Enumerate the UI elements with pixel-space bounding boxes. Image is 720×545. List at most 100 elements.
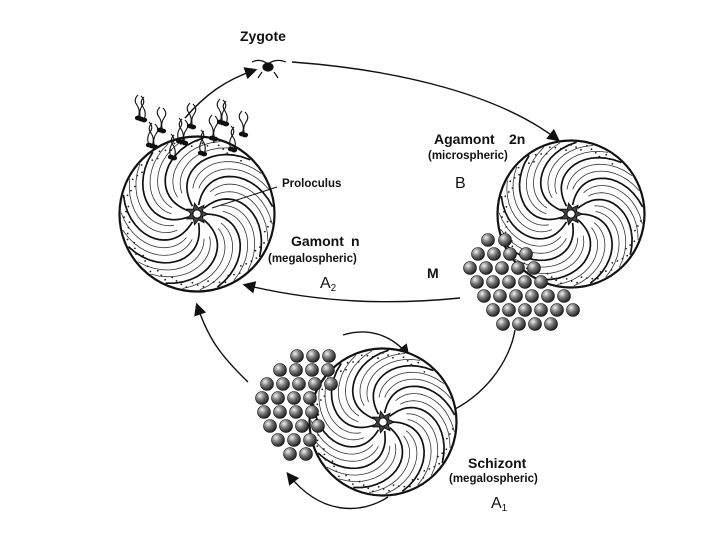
gamete-flagellum [216,98,222,123]
stipple-dot [594,151,597,154]
stipple-dot [207,280,210,282]
label-schizont-letter: A1 [491,495,508,514]
stipple-dot [126,232,129,235]
stipple-dot [164,278,167,281]
stipple-dot [212,281,215,283]
label-agamont-ploidy: 2n [509,131,526,147]
embryo-sphere [498,233,512,247]
embryo-sphere [271,391,285,405]
chamber-suture [141,151,189,221]
stipple-dot [158,150,161,153]
stipple-dot [224,281,227,284]
stipple-dot [503,210,505,213]
stipple-dot [263,242,265,244]
gamont-test [118,135,276,293]
stipple-dot [504,231,507,234]
embryo-sphere [322,349,336,363]
embryo-sphere [287,433,301,447]
stipple-dot [206,144,209,147]
zygote-cell-icon [251,59,287,79]
stipple-dot [417,361,420,364]
label-agamont-type: (microspheric) [428,150,508,162]
stipple-dot [140,164,143,166]
stipple-dot [540,153,542,155]
growth-line [512,166,549,226]
embryo-sphere [566,303,580,317]
chamber-suture [383,385,456,416]
stipple-dot [550,276,553,278]
stipple-dot [156,269,159,272]
stipple-dot [331,460,334,463]
stipple-dot [321,388,324,391]
embryo-sphere [305,363,319,377]
embryo-sphere [292,377,306,391]
stipple-dot [127,226,130,229]
growth-line [179,147,237,194]
stipple-dot [505,206,508,208]
gamete-flagellum [153,123,159,148]
stipple-dot [324,459,327,461]
embryo-sphere [463,261,477,275]
stipple-dot [591,277,594,280]
stipple-dot [509,180,512,183]
embryo-sphere [283,447,297,461]
stipple-dot [501,216,503,218]
stipple-dot [403,485,406,488]
stipple-dot [345,368,347,371]
growth-line [345,350,373,417]
growth-line [594,205,627,268]
stipple-dot [144,260,147,262]
label-meiosis: M [427,265,439,281]
stipple-dot [586,144,588,147]
gamete-flagellum [170,134,176,159]
chamber-suture [541,219,592,281]
stipple-dot [605,270,607,273]
stipple-dot [523,262,526,265]
chamber-suture [317,430,386,470]
stipple-dot [130,189,132,192]
cycle-arrows [184,61,560,510]
stipple-dot [406,359,409,362]
stipple-dot [438,462,441,465]
stipple-dot [317,434,320,436]
growth-line [384,378,452,399]
stipple-dot [366,354,369,357]
gamete-flagellum [178,118,184,143]
growth-line [500,228,567,254]
embryo-sphere [271,433,285,447]
stipple-dot [196,284,199,286]
zygote-appendages [257,71,279,79]
embryo-sphere [257,405,271,419]
stipple-dot [433,465,436,468]
growth-line [182,228,226,289]
gametes-cluster [134,94,249,161]
embryo-sphere [255,391,269,405]
embryo-sphere [502,275,516,289]
stipple-dot [316,403,319,406]
label-schizont: Schizont [468,455,527,471]
stipple-dot [348,479,351,481]
chamber-suture [197,175,274,208]
chamber-suture [186,153,251,207]
stipple-dot [213,141,215,143]
stipple-dot [616,260,619,262]
stipple-dot [128,221,131,224]
stipple-dot [149,270,152,273]
stipple-dot [263,230,266,233]
stipple-dot [534,153,537,156]
stipple-dot [410,363,413,366]
embryo-sphere [273,405,287,419]
growth-line [566,163,633,190]
chamber-suture [539,141,577,212]
stipple-dot [630,233,633,236]
stipple-dot [134,247,136,250]
chamber-suture [205,213,242,288]
gamete-flagellum [200,130,206,155]
growth-line [324,374,361,434]
stipple-dot [548,146,551,149]
stipple-dot [319,399,322,401]
growth-line [385,430,418,495]
chamber-suture [351,349,389,420]
stipple-dot [387,354,389,357]
